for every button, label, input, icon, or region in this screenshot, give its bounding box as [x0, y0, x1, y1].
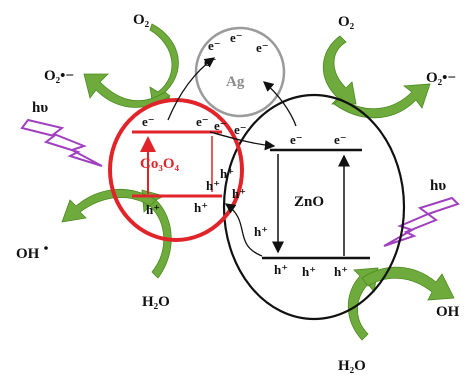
hole-interface-4: h⁺ [254, 224, 268, 239]
hole-co3o4-vb-1: h⁺ [146, 202, 160, 217]
electron-ag-2: e⁻ [230, 30, 243, 45]
cobalt-oxide-bands [132, 130, 222, 198]
electron-zno-cb-2: e⁻ [334, 132, 347, 147]
label-zinc-oxide: ZnO [294, 194, 324, 210]
label-h2o-left: H₂O [142, 294, 170, 310]
hole-interface-2: h⁺ [220, 166, 234, 181]
zinc-oxide-bands [262, 148, 370, 260]
species-labels: O₂ O₂•− O₂ O₂•− hυ hυ OH H₂O OH H₂O Ag C… [16, 12, 460, 374]
electron-ag-3: e⁻ [204, 54, 217, 69]
arrow-o2-to-superoxide-left [149, 23, 179, 101]
photon-bolt-right [383, 196, 460, 247]
label-h2o-right: H₂O [338, 358, 366, 374]
electron-co3o4-cb-3: e⁻ [214, 118, 227, 133]
electron-co3o4-cb-4: e⁻ [234, 122, 247, 137]
hole-co3o4-vb-2: h⁺ [194, 200, 208, 215]
hole-zno-vb-3: h⁺ [334, 264, 348, 279]
label-o2-right: O₂ [338, 14, 355, 30]
electron-ag-1: e⁻ [208, 38, 221, 53]
electron-zno-cb-1: e⁻ [290, 132, 303, 147]
label-o2-left: O₂ [133, 12, 150, 28]
charge-transfer-arrows [167, 57, 297, 257]
green-curved-arrows [61, 23, 455, 341]
label-oh-left: OH [16, 246, 40, 262]
label-oh-right: OH [436, 304, 460, 320]
electron-transfer-zno-to-ag [263, 81, 297, 127]
hole-zno-vb-2: h⁺ [302, 264, 316, 279]
arrow-o2-to-superoxide-right [322, 35, 357, 105]
electron-co3o4-cb-2: e⁻ [196, 114, 209, 129]
hole-interface-3: h⁺ [232, 186, 246, 201]
hole-transfer-zno-to-co3o4 [224, 203, 263, 257]
label-superoxide-right: O₂•− [426, 70, 456, 86]
label-silver: Ag [226, 74, 245, 90]
label-superoxide-left: O₂•− [44, 68, 74, 84]
photon-bolt-left [20, 118, 103, 167]
hole-zno-vb-1: h⁺ [274, 262, 288, 277]
label-hv-right: hυ [430, 178, 446, 194]
electron-transfer-co3o4-to-zno [209, 131, 276, 151]
label-hv-left: hυ [32, 100, 48, 116]
zinc-oxide-particle [222, 93, 406, 321]
arrow-head-oh-left [61, 189, 157, 223]
arrow-h2o-to-oh-right [347, 267, 379, 341]
silver-particle [194, 26, 286, 118]
hole-interface-1: h⁺ [206, 178, 220, 193]
cobalt-oxide-particle [108, 98, 244, 242]
electron-transfer-co3o4-to-ag [167, 57, 216, 121]
label-cobalt-oxide: Co₃O₄ [140, 156, 179, 172]
electrons: e⁻ e⁻ e⁻ e⁻ e⁻ e⁻ e⁻ e⁻ e⁻ e⁻ [142, 30, 347, 147]
holes: h⁺ h⁺ h⁺ h⁺ h⁺ h⁺ h⁺ h⁺ h⁺ [146, 166, 348, 279]
radical-dot-oh-left [44, 246, 48, 250]
electron-co3o4-cb-1: e⁻ [142, 114, 155, 129]
electron-ag-4: e⁻ [256, 40, 269, 55]
